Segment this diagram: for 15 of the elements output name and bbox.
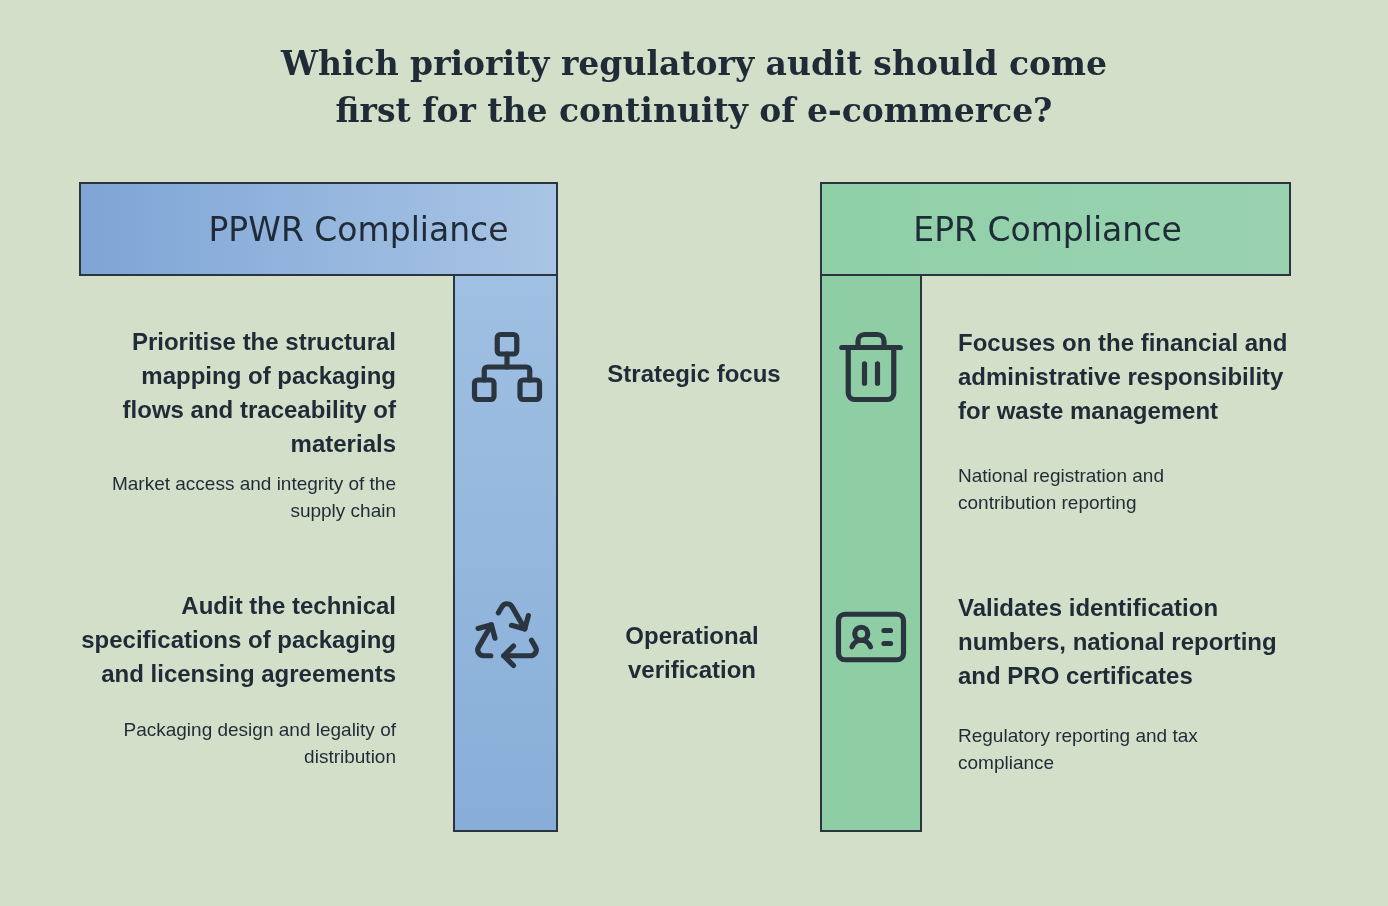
header-band — [820, 182, 1291, 276]
header-text: EPR Compliance — [913, 209, 1182, 249]
header-band — [79, 182, 558, 276]
description-text: Regulatory reporting and tax compliance — [958, 724, 1199, 775]
heading-text: Operational verification — [624, 621, 760, 685]
heading-text: Prioritise the structural mapping of packaging flows and traceability of materials — [121, 327, 396, 459]
description-text: National registration and contribution reporting — [958, 464, 1165, 515]
header-text: PPWR Compliance — [208, 209, 509, 249]
description-text: Packaging design and legality of distribution — [122, 718, 396, 769]
heading-text: Focuses on the financial and administrative responsibility for waste management — [958, 328, 1288, 426]
heading-text: Validates identification numbers, national reporting and PRO certificates — [958, 593, 1278, 691]
description-text: Market access and integrity of the supply chain — [110, 472, 396, 523]
heading-text: Audit the technical specifications of packaging and licensing agreements — [80, 591, 396, 689]
title: Which priority regulatory audit should come first for the continuity of e-commerce? — [279, 43, 1109, 132]
heading-text: Strategic focus — [606, 359, 782, 389]
